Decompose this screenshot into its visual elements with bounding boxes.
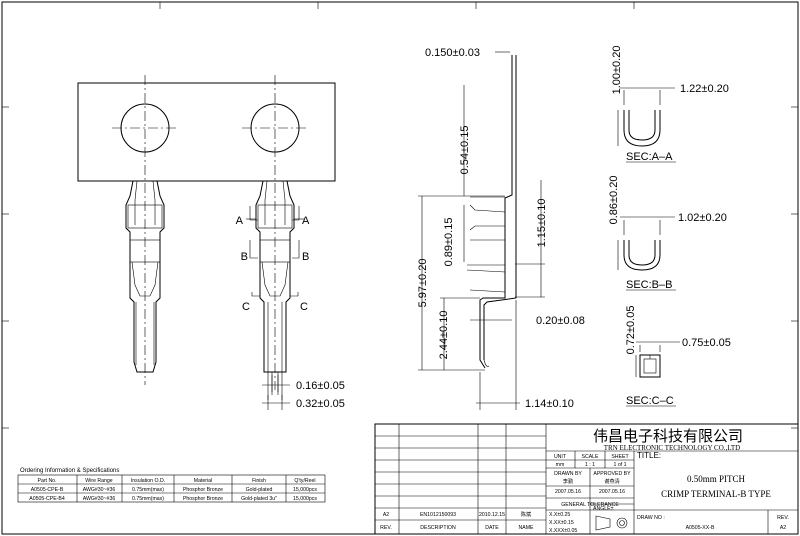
unit-label: UNIT	[554, 454, 567, 460]
rev-header-date: DATE	[485, 525, 499, 531]
sec-c-label: SEC:C–C	[626, 395, 674, 407]
rev-header-by: NAME	[519, 525, 535, 531]
dim-step: 0.20±0.08	[536, 315, 585, 327]
sec-b-label: SEC:B–B	[626, 279, 672, 291]
section-views: 1.00±0.20 1.22±0.20 SEC:A–A 0.86±0.20 1.…	[608, 46, 731, 407]
dim-upper-length: 0.54±0.15	[459, 126, 471, 175]
dim-thickness: 0.150±0.03	[425, 47, 480, 59]
scale-value: 1 : 1	[585, 462, 595, 468]
tolerance-1: X.X±0.25	[549, 512, 570, 518]
drawn-date: 2007.05.16	[555, 489, 581, 495]
dim-mid-length: 0.89±0.15	[443, 218, 455, 267]
title-line-1: 0.50mm PITCH	[687, 474, 746, 484]
table-cell: 15,000pcs	[293, 496, 317, 502]
table-cell: A0505-CPE-B4	[29, 496, 65, 502]
section-marker-c-left: C	[242, 301, 250, 313]
angle-tolerance: ANGLE±	[593, 506, 614, 512]
section-marker-c-right: C	[300, 301, 308, 313]
sec-a-height: 1.00±0.20	[611, 46, 623, 95]
approved-by-name: 谢燕清	[604, 477, 620, 485]
sheet-value: 1 of 1	[614, 462, 627, 468]
table-cell: AWG#30~#36	[83, 487, 116, 493]
sec-b-height: 0.86±0.20	[608, 176, 620, 225]
dim-pin-width-a: 0.16±0.05	[296, 380, 345, 392]
rev-label: REV.	[777, 515, 789, 521]
table-header-cell: Insulation O.D.	[131, 478, 165, 484]
section-marker-a-right: A	[302, 215, 310, 227]
title-block: A2 EN1012150093 2010.12.15 陈斌 REV. DESCR…	[374, 423, 799, 535]
terminal-left	[125, 180, 165, 373]
company-name-en: TRN ELECTRONIC TECHNOLOGY CO.,LTD	[604, 444, 740, 452]
title-line-2: CRIMP TERMINAL-B TYPE	[661, 489, 771, 499]
rev-header-desc: DESCRIPTION	[420, 525, 456, 531]
table-cell: 0.75mm(max)	[132, 487, 164, 493]
dim-right-length: 1.15±0.10	[536, 199, 548, 248]
approved-date: 2007.05.16	[599, 489, 625, 495]
carrier-strip-view: A A B B C C 0.16±0.05 0.32±0.05	[77, 75, 345, 410]
table-cell: Phosphor Bronze	[183, 487, 223, 493]
table-header-cell: Wire Range	[85, 478, 113, 484]
table-cell: 0.75mm(max)	[132, 496, 164, 502]
frame-ticks	[2, 2, 798, 429]
draw-no-value: A0505-XX-B	[686, 525, 715, 531]
drawn-by-label: DRAWN BY	[554, 471, 582, 477]
dim-total-length: 5.97±0.20	[417, 259, 429, 308]
tolerance-3: X.XXX±0.05	[549, 528, 577, 534]
title-label: TITLE:	[637, 451, 661, 460]
dim-lower-length: 2.44±0.10	[438, 311, 450, 360]
ordering-title: Ordering Information & Specifications	[20, 468, 119, 474]
section-marker-a-left: A	[236, 215, 244, 227]
section-marker-b-left: B	[241, 251, 248, 263]
sec-b-width: 1.02±0.20	[678, 212, 727, 224]
rev-header-rev: REV.	[380, 525, 392, 531]
table-cell: AWG#30~#36	[83, 496, 116, 502]
dim-width-bottom: 1.14±0.10	[525, 398, 574, 410]
projection-symbol	[595, 515, 628, 531]
unit-value: mm	[556, 462, 565, 468]
section-marker-b-right: B	[302, 251, 309, 263]
general-tolerance: GENERAL TOLERANCE	[561, 502, 619, 508]
rev-row-by: 陈斌	[521, 510, 532, 518]
rev-value: A2	[780, 525, 786, 531]
rev-row-rev: A2	[383, 512, 389, 518]
table-cell: 15,000pcs	[293, 487, 317, 493]
rev-row-date: 2010.12.15	[479, 512, 505, 518]
terminal-right	[255, 180, 295, 400]
tolerance-2: X.XX±0.15	[549, 520, 574, 526]
sec-a-label: SEC:A–A	[626, 151, 673, 163]
approved-by-label: APPROVED BY	[593, 471, 631, 477]
sec-c-height: 0.72±0.05	[625, 306, 637, 355]
table-cell: Phosphor Bronze	[183, 496, 223, 502]
company-name-cn: 伟昌电子科技有限公司	[593, 428, 743, 445]
scale-label: SCALE	[581, 454, 599, 460]
sec-a-width: 1.22±0.20	[680, 83, 729, 95]
table-header-cell: Finish	[252, 478, 266, 484]
section-cut-lines	[246, 206, 304, 297]
drawn-by-name: 李勤	[563, 477, 573, 485]
table-cell: A0505-CPE-B	[31, 487, 64, 493]
ordering-table: Ordering Information & Specifications Pa…	[17, 468, 326, 503]
table-header-cell: Q'ty/Reel	[294, 478, 315, 484]
side-view: 0.150±0.03 5.97±0.20 2.44±0.10 0.54±0.15…	[417, 47, 585, 410]
table-header-cell: Part No.	[37, 478, 56, 484]
sheet-label: SHEET	[611, 454, 629, 460]
sec-c-width: 0.75±0.05	[682, 337, 731, 349]
table-cell: Gold-plated	[246, 487, 273, 493]
rev-row-desc: EN1012150093	[420, 512, 456, 518]
dim-pin-width-b: 0.32±0.05	[296, 398, 345, 410]
table-cell: Gold-plated 3u"	[241, 496, 277, 502]
draw-no-label: DRAW NO :	[637, 515, 665, 521]
carrier-strip	[77, 82, 336, 182]
table-header-cell: Material	[194, 478, 212, 484]
